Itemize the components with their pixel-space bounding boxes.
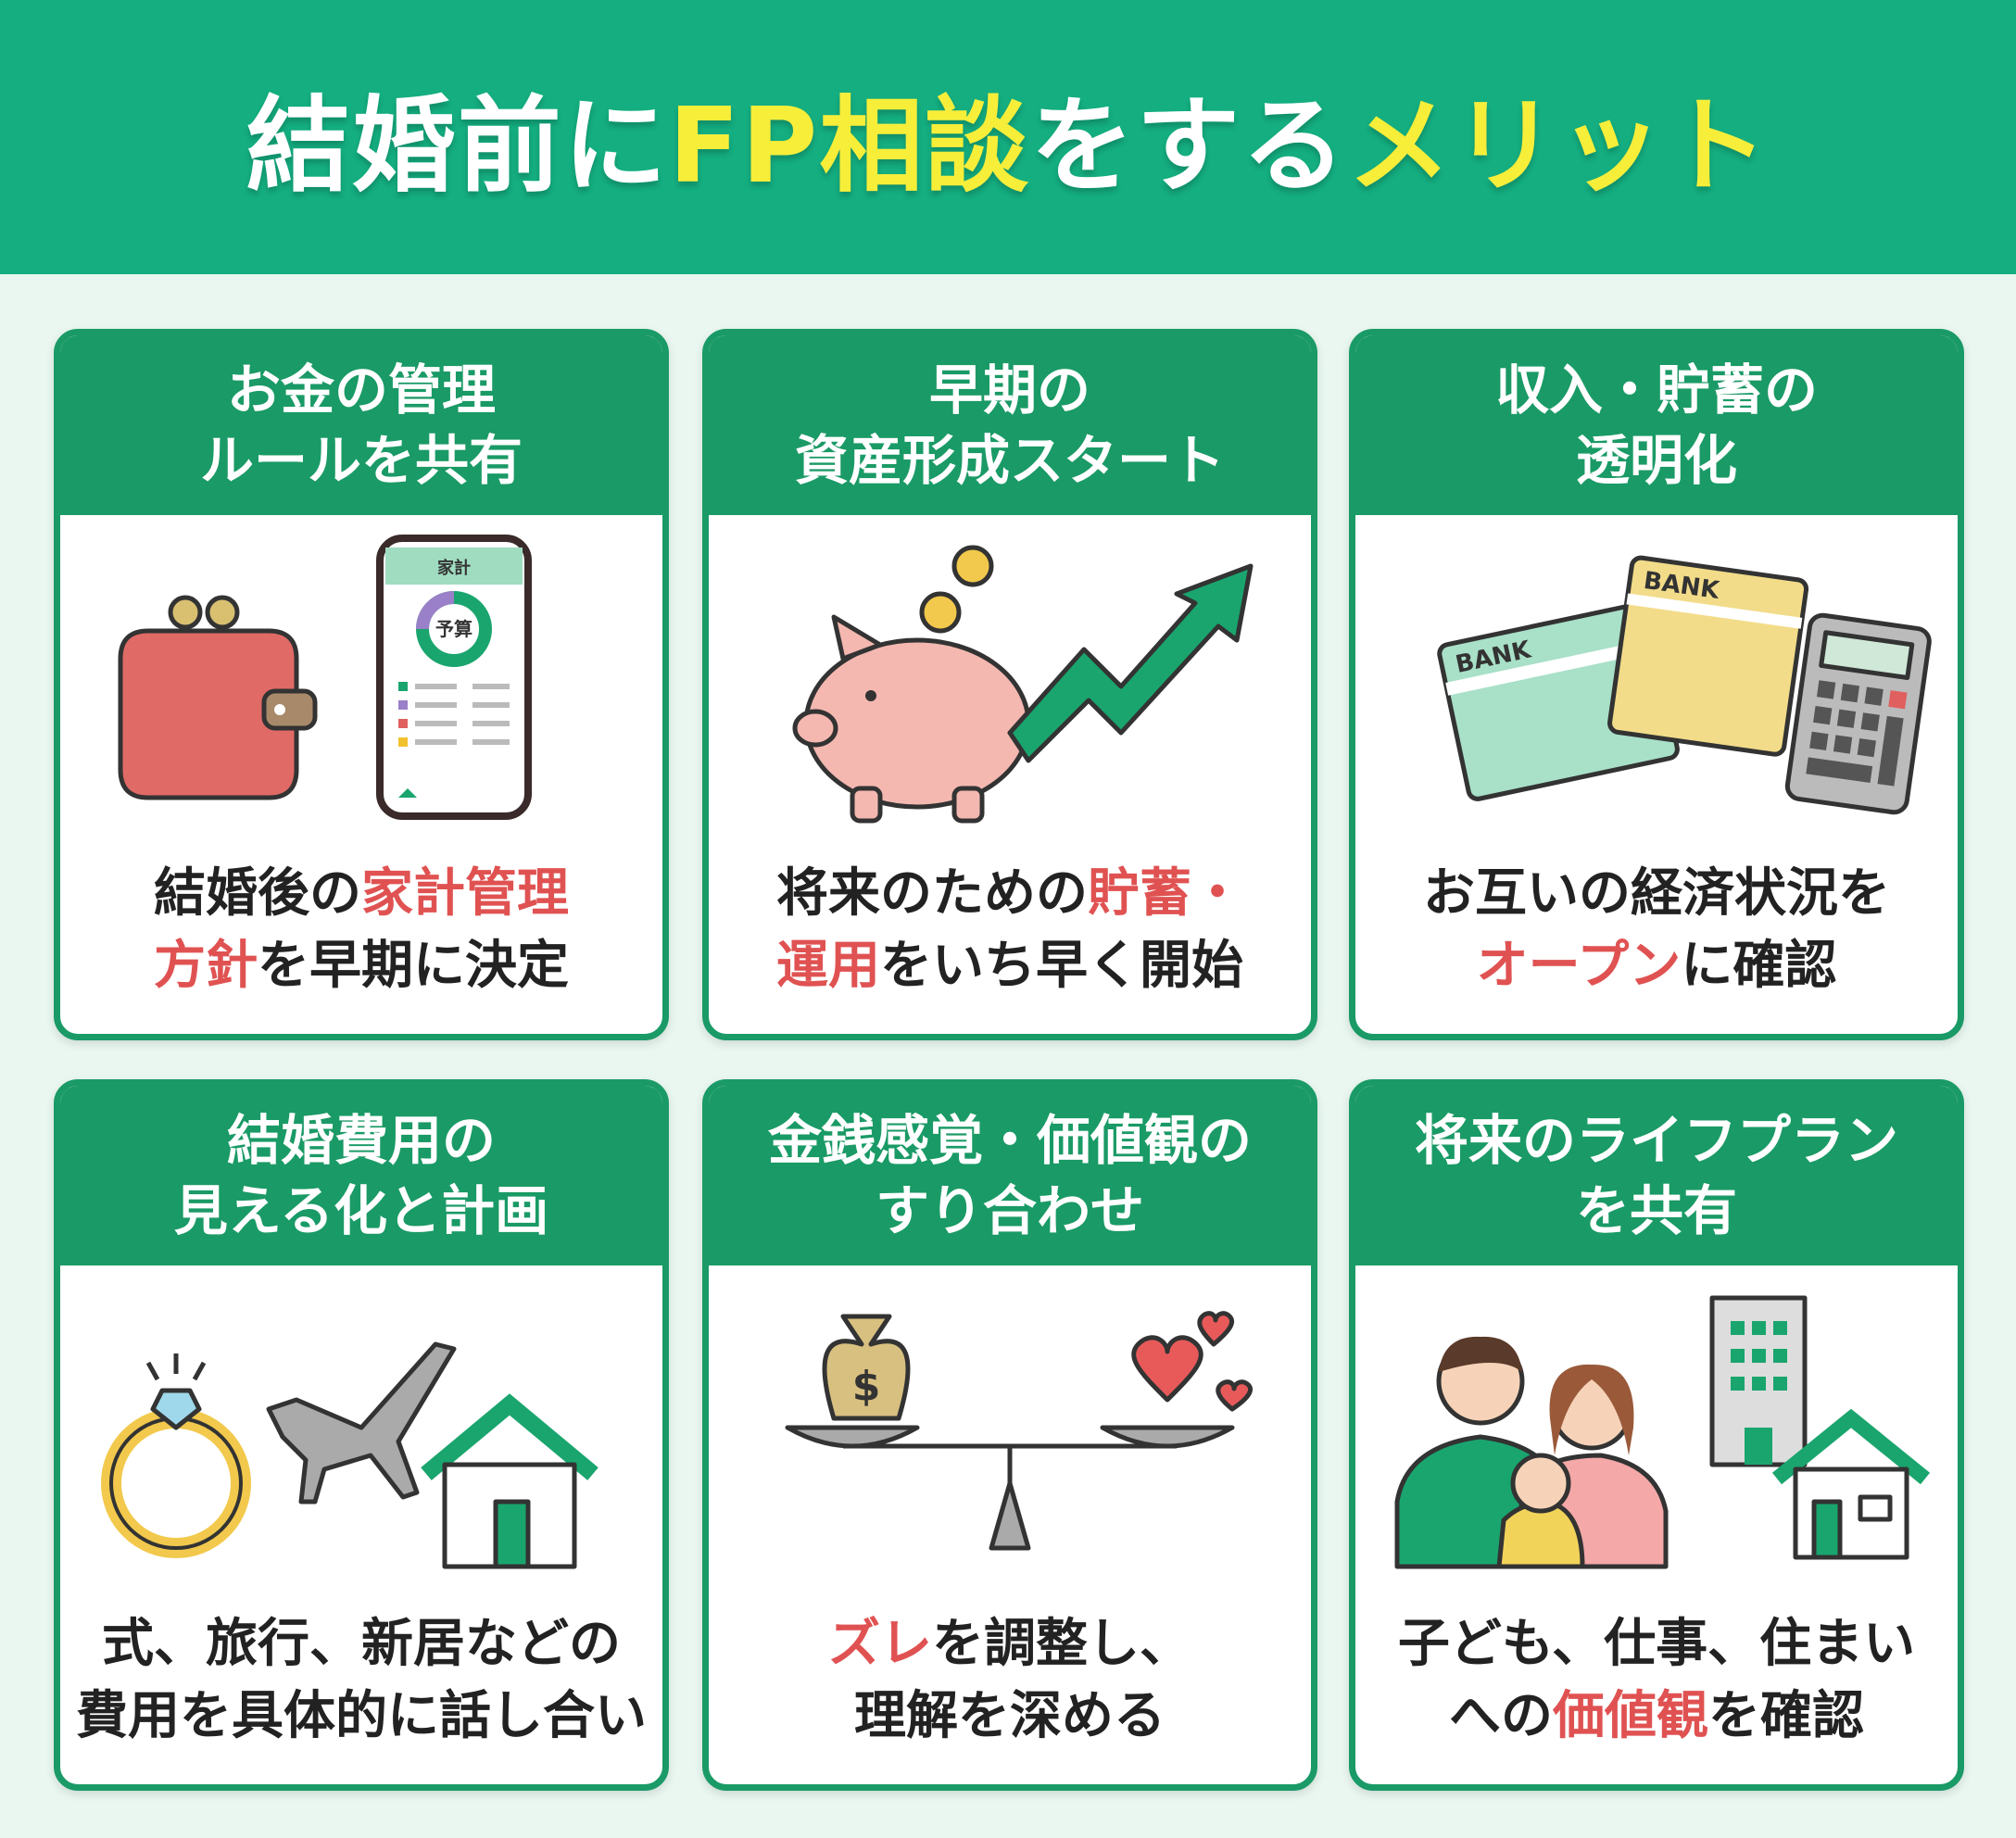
office-building-icon [1709,1295,1808,1467]
card-title-line: 金銭感覚・価値観の [767,1109,1252,1172]
card-title-line: 将来のライフプラン [1414,1109,1898,1172]
family-icon [1394,1336,1669,1569]
highlight-text: 家計管理 [361,863,569,924]
card-title-line: お金の管理 [226,359,496,422]
description-text: への [1449,1686,1553,1746]
description-text: 費用を具体的に話し合い [76,1686,647,1746]
coin-icon [919,545,994,634]
balance-scale-icon: $ [709,1265,1311,1608]
description-text: を調整し、 [932,1614,1191,1674]
card-description: 将来のための貯蓄・運用をいち早く開始 [709,858,1311,1002]
card-values-alignment: 金銭感覚・価値観のすり合わせ $ ズレを調整し、理解を深める [702,1079,1317,1791]
card-description: 式、旅行、新居などの費用を具体的に話し合い [60,1608,662,1753]
card-title-line: 早期の [928,359,1090,422]
card-title: 将来のライフプランを共有 [1355,1086,1958,1265]
app-title: 家計 [437,558,471,578]
card-description: ズレを調整し、理解を深める [709,1608,1311,1753]
description-text: お互いの経済状況を [1423,863,1890,924]
description-text: をいち早く開始 [880,936,1243,996]
card-title-line: ルールを共有 [199,429,523,492]
highlight-text: 方針 [154,936,258,996]
description-text: 将来のための [776,863,1088,924]
card-title-line: すり合わせ [875,1179,1144,1242]
calculator-icon [1784,612,1932,815]
card-life-plan: 将来のライフプランを共有 子ども、仕事、住まいへの価値観を確認 [1349,1079,1964,1791]
description-text: 結婚後の [154,863,361,924]
wallet-and-budget-app-icon: 家計予算 [60,515,662,858]
piggy-bank-growth-icon [709,515,1311,858]
family-home-icon [1355,1265,1958,1608]
card-title: お金の管理ルールを共有 [60,335,662,515]
card-title: 収入・貯蓄の透明化 [1355,335,1958,515]
description-line: 運用をいち早く開始 [709,930,1311,1002]
description-line: オープンに確認 [1355,930,1958,1002]
description-text: 式、旅行、新居などの [102,1614,621,1674]
description-line: 式、旅行、新居などの [60,1608,662,1681]
card-title-line: 透明化 [1575,429,1737,492]
title-part: をする [1030,86,1348,207]
header-banner: 結婚前にFP相談をするメリット [0,0,2016,274]
title-highlight: メリット [1347,86,1770,207]
airplane-icon [266,1341,457,1504]
description-text: に確認 [1681,936,1837,996]
description-line: への価値観を確認 [1355,1681,1958,1753]
description-text: 理解を深める [854,1686,1166,1746]
house-icon [421,1393,598,1569]
card-early-investment: 早期の資産形成スタート 将来のための貯蓄・運用をいち早く開始 [702,329,1317,1040]
highlight-text: オープン [1476,936,1682,996]
description-line: 費用を具体的に話し合い [60,1681,662,1753]
balance-scale-icon [785,1425,1235,1551]
house-icon [1771,1408,1931,1560]
title-part: 結婚前に [246,86,669,207]
card-title: 金銭感覚・価値観のすり合わせ [709,1086,1311,1265]
description-text: 子ども、仕事、住まい [1397,1614,1916,1674]
card-description: 子ども、仕事、住まいへの価値観を確認 [1355,1608,1958,1753]
ring-icon [101,1353,251,1558]
card-description: 結婚後の家計管理方針を早期に決定 [60,858,662,1002]
bankbook-icon: BANK BANK [1437,555,1809,801]
card-wedding-costs: 結婚費用の見える化と計画 式、旅行、新居などの費用を具体的に話し合い [54,1079,669,1791]
card-title: 早期の資産形成スタート [709,335,1311,515]
wallet-icon [118,595,318,800]
description-line: お互いの経済状況を [1355,858,1958,930]
hearts-icon [1131,1311,1253,1412]
ring-plane-house-icon [60,1265,662,1608]
illustration [1394,1295,1931,1569]
page-title: 結婚前にFP相談をするメリット [246,62,1770,212]
description-text: を確認 [1708,1686,1864,1746]
growth-arrow-icon [1007,563,1254,763]
bankbook-calculator-icon: BANK BANK [1355,515,1958,858]
highlight-text: ズレ [828,1614,932,1674]
illustration: BANK BANK [1437,555,1932,815]
illustration: $ [785,1311,1253,1551]
piggy-bank-icon [792,614,1031,824]
card-description: お互いの経済状況をオープンに確認 [1355,858,1958,1002]
card-title-line: 資産形成スタート [794,429,1225,492]
description-line: 理解を深める [709,1681,1311,1753]
card-money-rules: お金の管理ルールを共有 家計予算結婚後の家計管理方針を早期に決定 [54,329,669,1040]
highlight-text: 運用 [776,936,880,996]
description-line: 子ども、仕事、住まい [1355,1608,1958,1681]
highlight-text: 貯蓄・ [1088,863,1243,924]
title-highlight: FP相談 [668,86,1031,207]
description-line: ズレを調整し、 [709,1608,1311,1681]
budget-label: 予算 [435,618,472,640]
description-line: 方針を早期に決定 [60,930,662,1002]
illustration [792,545,1254,824]
dollar-sign: $ [852,1363,881,1410]
highlight-text: 価値観 [1553,1686,1708,1746]
card-title-line: を共有 [1575,1179,1737,1242]
description-line: 将来のための貯蓄・ [709,858,1311,930]
illustration [101,1341,598,1569]
money-bag-icon: $ [822,1314,911,1421]
card-title-line: 収入・貯蓄の [1494,359,1818,422]
description-text: を早期に決定 [258,936,569,996]
card-title: 結婚費用の見える化と計画 [60,1086,662,1265]
description-line: 結婚後の家計管理 [60,858,662,930]
card-title-line: 結婚費用の [226,1109,496,1172]
card-title-line: 見える化と計画 [173,1179,549,1242]
